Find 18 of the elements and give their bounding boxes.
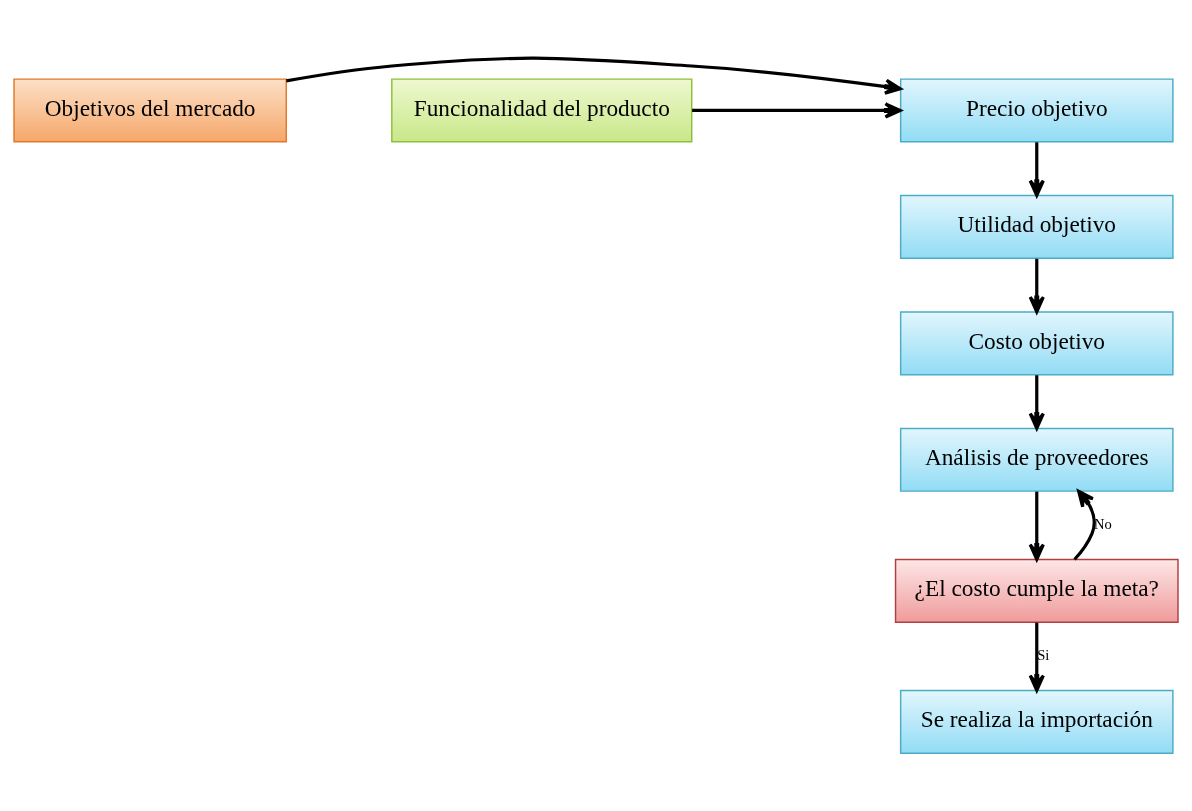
node-box: Precio objetivo (899, 78, 1174, 143)
arrow (1028, 622, 1045, 692)
node-box: ¿El costo cumple la meta? (894, 558, 1179, 623)
arrow (1028, 375, 1045, 430)
edge-label: Si (1037, 647, 1050, 663)
node-box: Se realiza la importación (899, 689, 1174, 754)
arrow (1073, 489, 1096, 561)
arrow (286, 56, 902, 95)
node-box: Funcionalidad del producto (391, 78, 693, 143)
arrow (692, 102, 902, 119)
arrow (1028, 142, 1045, 197)
arrow (1028, 258, 1045, 314)
node-box: Objetivos del mercado (13, 78, 287, 143)
node-box: Utilidad objetivo (899, 194, 1174, 259)
edge-label: No (1094, 515, 1112, 532)
node-box: Análisis de proveedores (899, 427, 1174, 492)
node-box: Costo objetivo (899, 311, 1174, 376)
arrow (1028, 491, 1045, 561)
